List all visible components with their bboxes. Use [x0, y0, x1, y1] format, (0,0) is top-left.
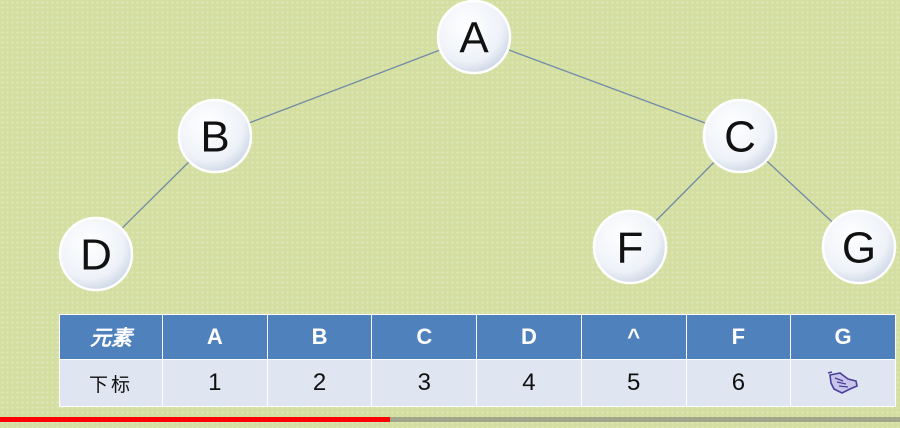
array-storage-table: 元素 A B C D ^ F G 下标 1 2 3 4 5 6: [59, 314, 896, 407]
tree-node-label: A: [459, 14, 489, 63]
tree-node-label: C: [724, 113, 756, 162]
hand-cursor-icon: [826, 369, 860, 397]
index-cell: 3: [371, 359, 478, 407]
video-progress-bar[interactable]: [0, 417, 900, 422]
element-row: 元素 A B C D ^ F G: [59, 314, 896, 360]
tree-node-circle: [702, 98, 778, 174]
index-cell-last: [790, 359, 896, 407]
binary-tree-diagram: A B C D F G: [58, 0, 897, 292]
element-cell: ^: [580, 314, 687, 360]
element-cell: C: [371, 314, 478, 360]
index-row-label: 下标: [59, 359, 163, 407]
index-row: 下标 1 2 3 4 5 6: [59, 359, 896, 407]
tree-node-B: B: [177, 98, 253, 174]
tree-node-D: D: [58, 216, 134, 292]
tree-node-circle: [592, 209, 668, 285]
index-cell: 6: [685, 359, 792, 407]
tree-node-label: F: [617, 224, 644, 273]
tree-edge-A-B: [214, 36, 475, 137]
element-row-label: 元素: [59, 314, 163, 360]
element-cell: D: [476, 314, 582, 360]
tree-nodes: A B C D F G: [58, 0, 897, 292]
tree-edge-A-C: [473, 36, 741, 137]
tree-node-F: F: [592, 209, 668, 285]
tree-node-C: C: [702, 98, 778, 174]
index-cell: 5: [580, 359, 687, 407]
tree-node-circle: [436, 0, 512, 75]
tree-node-circle: [821, 209, 897, 285]
element-cell: A: [162, 314, 268, 360]
element-cell: F: [685, 314, 792, 360]
index-cell: 2: [266, 359, 373, 407]
video-progress-fill: [0, 417, 390, 422]
tree-node-label: B: [200, 113, 229, 162]
tree-node-label: D: [80, 231, 112, 280]
element-cell: G: [790, 314, 896, 360]
tree-node-circle: [177, 98, 253, 174]
tree-node-G: G: [821, 209, 897, 285]
tree-node-circle: [58, 216, 134, 292]
element-cell: B: [266, 314, 373, 360]
index-cell: 1: [162, 359, 268, 407]
tree-node-A: A: [436, 0, 512, 75]
tree-node-label: G: [842, 224, 876, 273]
index-cell: 4: [476, 359, 582, 407]
